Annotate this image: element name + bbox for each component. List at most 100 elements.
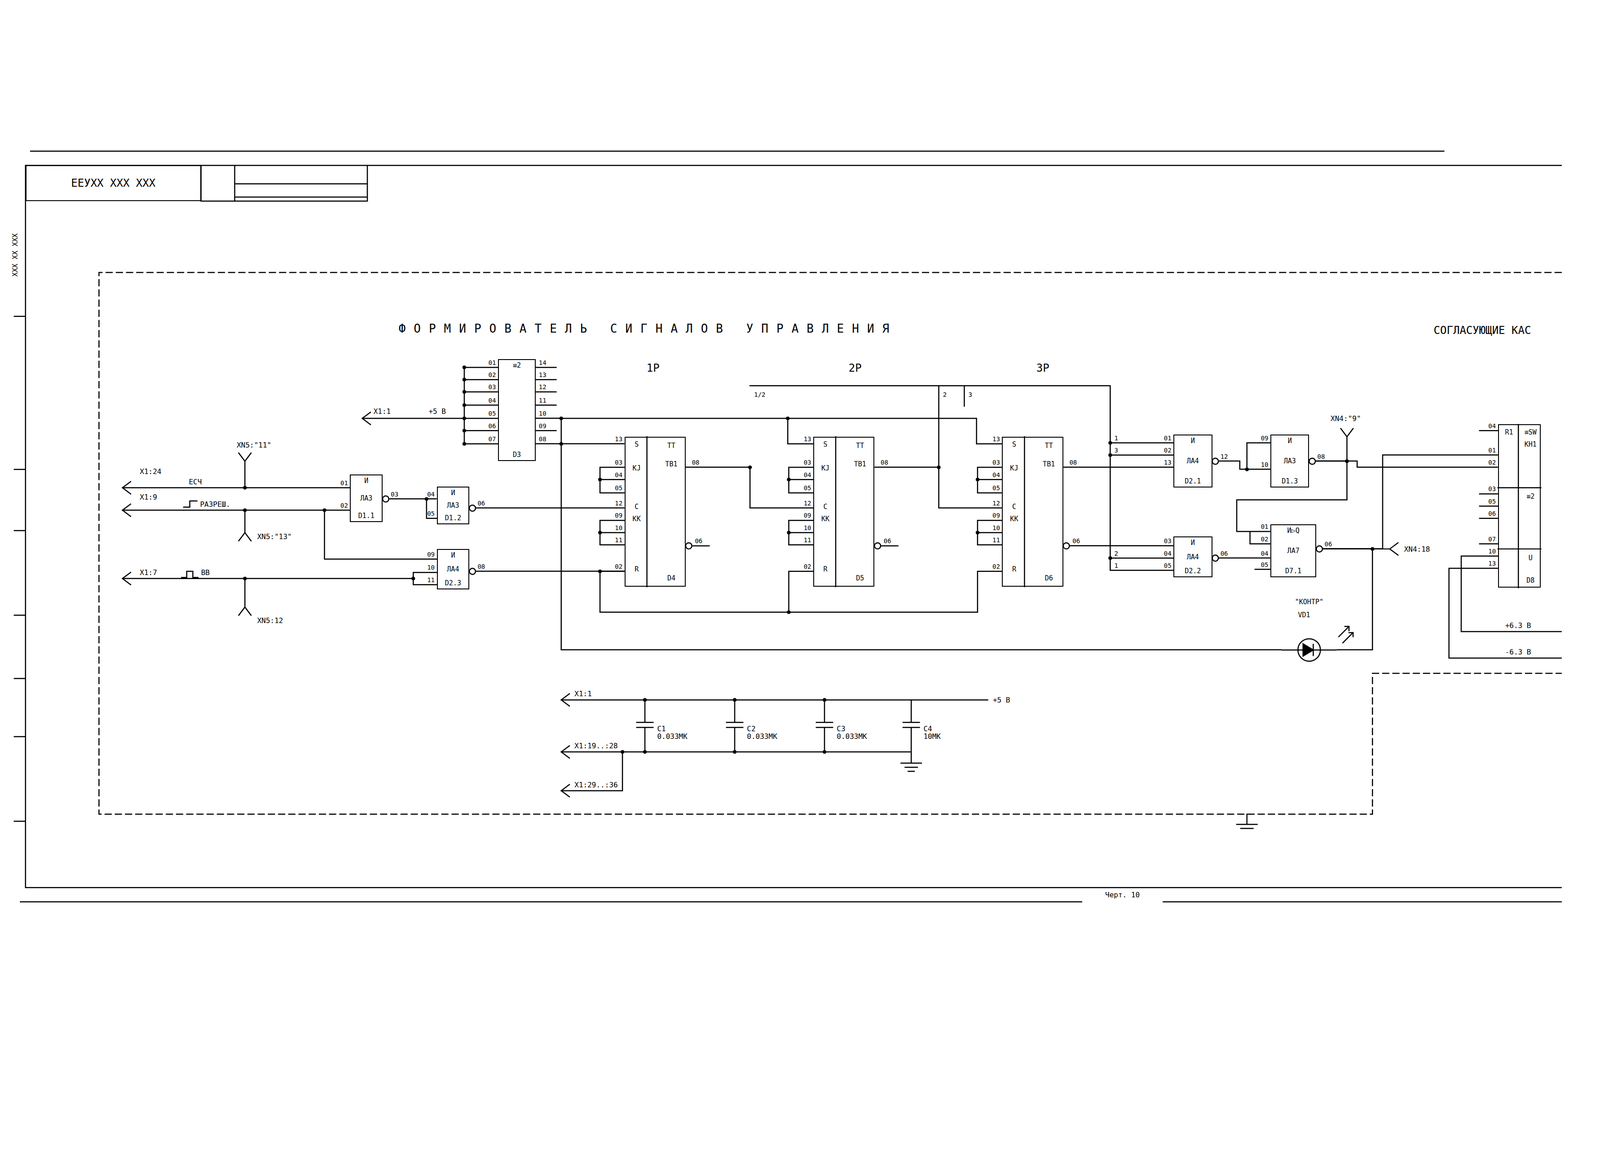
pin-number: 13 — [538, 371, 547, 379]
component-value: C2 0.033МК — [746, 725, 777, 741]
text-slot: И — [1190, 436, 1195, 446]
pin-number: 08 — [1317, 453, 1326, 460]
chip-text: D1.1 — [358, 511, 375, 521]
text-slot: D1.3 — [1281, 477, 1298, 486]
label-slot: 09 — [1260, 435, 1269, 442]
label-slot: 04 — [488, 397, 496, 404]
pin-number: 03 — [992, 459, 1001, 466]
pin-number: 10 — [992, 524, 1001, 532]
pin-number: 01 — [340, 480, 349, 487]
label-slot: 10 — [992, 524, 1001, 532]
pin-number: 12 — [992, 500, 1001, 507]
pin-number: 05 — [614, 484, 623, 492]
chip-text: И — [364, 476, 369, 485]
pin-number: 04 — [488, 397, 496, 404]
label-slot: 06 — [1220, 550, 1229, 557]
label-slot: 06 — [883, 537, 892, 545]
pin-number: 06 — [477, 500, 485, 507]
chip-text: И — [1190, 436, 1195, 446]
pin-number: 13 — [1163, 459, 1172, 466]
signal-label: +5 В — [992, 696, 1011, 705]
text-slot: VD1 — [1297, 611, 1310, 620]
label-slot: 02 — [614, 563, 623, 570]
text-slot: D2.3 — [445, 579, 462, 588]
chip-text: R — [823, 565, 828, 574]
label-slot: 13 — [538, 371, 547, 379]
label-slot: 04 — [427, 491, 435, 498]
label-slot: 13 — [803, 436, 812, 443]
text-slot: D8 — [1526, 576, 1535, 585]
label-slot: 05 — [803, 484, 812, 492]
label-slot: ВВ — [201, 569, 210, 577]
wiring — [14, 151, 1562, 903]
text-slot: R1 — [1504, 428, 1513, 437]
bus-wires — [749, 385, 1398, 571]
label-slot: 09 — [427, 551, 435, 558]
signal-label: РАЗРЕШ. — [199, 501, 230, 509]
label-slot: 08 — [538, 436, 547, 443]
pin-number: 08 — [692, 459, 700, 466]
chip-text: D4 — [667, 574, 676, 583]
pin-number: 05 — [427, 510, 435, 517]
label-slot: 01 — [488, 359, 496, 366]
label-slot: 02 — [1163, 447, 1172, 454]
signal-wire — [1316, 549, 1373, 651]
text-slot: ЛА3 — [360, 494, 373, 503]
pin-number: 12 — [538, 383, 547, 391]
label-slot: 04 — [614, 471, 623, 479]
signal-label: -6.3 В — [1505, 648, 1532, 657]
pin-number: 03 — [1163, 537, 1172, 545]
pin-number: 02 — [1260, 536, 1269, 543]
chip-text: D2.3 — [445, 579, 462, 588]
chip-text: D6 — [1044, 574, 1054, 583]
label-slot: 13 — [1163, 459, 1172, 466]
pin-number: 09 — [538, 423, 547, 430]
label-slot: 1Р — [646, 362, 660, 374]
nand-gate: ИЛА3D1.3 — [1270, 434, 1310, 488]
text-slot: ТВ1 — [665, 460, 678, 469]
chip-text: ЛА7 — [1287, 546, 1300, 556]
signal-label: +6.3 В — [1505, 622, 1532, 630]
label-slot: 08 — [692, 459, 700, 466]
signal-wire — [382, 498, 437, 500]
label-slot: 04 — [803, 471, 812, 479]
signal-label: +5 В — [428, 408, 446, 416]
pin-number: 13 — [992, 436, 1001, 443]
label-slot: 2Р — [848, 362, 862, 374]
pin-number: 07 — [488, 436, 496, 443]
nand-gate: ИЛА4D2.2 — [1173, 536, 1213, 578]
chip-text: S — [634, 440, 639, 449]
signal-wire — [1212, 461, 1271, 470]
label-slot: 11 — [992, 537, 1001, 544]
label-slot: 08 — [1317, 453, 1326, 460]
chip-text: ТВ1 — [665, 460, 678, 469]
pin-number: 03 — [614, 459, 623, 466]
label-slot: ЕСЧ — [188, 478, 202, 486]
input-wires — [122, 453, 437, 616]
signal-label: XN5:12 — [257, 617, 284, 625]
pin-number: 13 — [803, 436, 812, 443]
signal-label: 1Р — [646, 362, 660, 374]
pin-number: 1 — [1114, 562, 1118, 569]
pin-number: 06 — [1488, 510, 1496, 517]
nand-gate: И ЛА3D1.1 — [349, 474, 383, 523]
text-slot: D6 — [1044, 574, 1054, 583]
label-slot: 08 — [477, 563, 485, 570]
pin-number: 02 — [488, 371, 496, 379]
text-slot: И — [450, 489, 455, 498]
label-slot: 11 — [538, 397, 547, 404]
pin-number: 04 — [803, 471, 812, 479]
label-slot: Черт. 10 — [1105, 891, 1140, 900]
text-slot: И▷Q — [1287, 526, 1300, 535]
signal-label: XN5:"11" — [236, 441, 272, 450]
led-indicator: "КОНТР"VD1 — [1281, 598, 1337, 664]
chip-text: S — [1012, 440, 1017, 449]
label-slot: 1 — [1114, 435, 1118, 442]
chip-text: КК — [1009, 515, 1019, 524]
text-slot: D1.1 — [358, 511, 375, 521]
chip-text: ТТ — [667, 441, 676, 450]
label-slot: 05 — [488, 410, 496, 417]
